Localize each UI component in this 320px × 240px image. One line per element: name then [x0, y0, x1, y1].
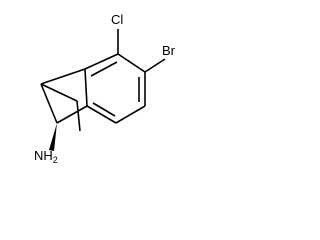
wedge-bond-c1-n — [49, 123, 57, 151]
bond-c6-c7 — [115, 105, 146, 124]
bond-c4-c5 — [117, 53, 146, 73]
bond-c3a-c4 — [84, 53, 119, 70]
bond-c1-c2-ring — [40, 83, 58, 124]
double-bond-c3a-c4 — [90, 61, 118, 77]
bond-c7a-c3a — [84, 68, 88, 107]
amine-subscript: 2 — [53, 155, 58, 165]
bond-c2-c3 — [40, 83, 78, 102]
bond-c3-c3a — [40, 68, 86, 85]
chlorine-label: Cl — [111, 12, 123, 27]
bond-c5-br — [144, 58, 166, 73]
bond-c7a-c1 — [56, 105, 88, 124]
amine-label: NH2 — [34, 148, 58, 165]
chemical-structure: Cl Br NH2 — [34, 12, 176, 165]
bromine-label: Br — [162, 43, 176, 58]
bond-c1-c2 — [76, 100, 81, 132]
double-bond-c7-c7a — [92, 102, 116, 117]
amine-nh-text: NH — [34, 148, 53, 163]
bond-c7-c7a — [86, 105, 117, 124]
